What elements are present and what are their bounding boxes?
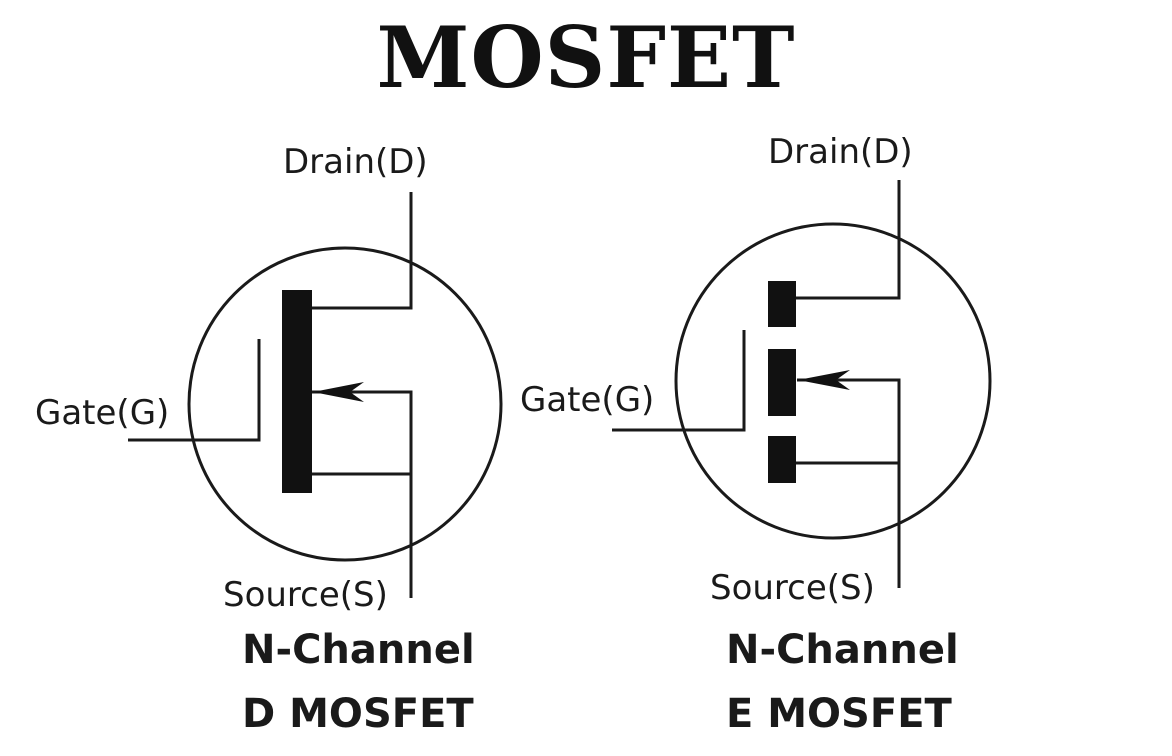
e-mosfet-source-lead [796,461,901,588]
e-mosfet-channel-segment-middle [768,349,796,416]
d-mosfet-substrate-arrow [313,382,364,402]
e-mosfet-gate-label: Gate(G) [520,380,654,420]
d-mosfet-drain-lead [312,192,413,310]
e-mosfet-drain-label: Drain(D) [768,132,913,172]
d-mosfet-channel-bar [282,290,312,493]
page-title: MOSFET [376,8,796,107]
d-mosfet-caption-line2: D MOSFET [242,691,474,737]
e-mosfet-drain-lead [796,180,901,300]
e-mosfet-body-circle [674,222,992,540]
d-mosfet-source-lead [312,472,413,598]
e-mosfet-substrate-arrow [798,370,850,390]
e-mosfet-gate-lead [612,330,746,432]
e-mosfet-caption-line1: N-Channel [726,627,959,673]
e-mosfet-source-label: Source(S) [710,568,875,608]
e-mosfet-channel-segment-top [768,281,796,327]
d-mosfet-body-circle [187,246,503,562]
d-mosfet-source-label: Source(S) [223,575,388,615]
d-mosfet-caption-line1: N-Channel [242,627,475,673]
d-mosfet-symbol: Drain(D) Gate(G) Source(S) [35,142,503,615]
d-mosfet-substrate-line [312,390,413,474]
d-mosfet-gate-label: Gate(G) [35,393,169,433]
d-mosfet-gate-lead [128,339,261,442]
d-mosfet-drain-label: Drain(D) [283,142,428,182]
e-mosfet-substrate-line [797,378,901,463]
e-mosfet-caption-line2: E MOSFET [726,691,952,737]
e-mosfet-symbol: Drain(D) Gate(G) Source(S) [520,132,992,608]
e-mosfet-channel-segment-bottom [768,436,796,483]
